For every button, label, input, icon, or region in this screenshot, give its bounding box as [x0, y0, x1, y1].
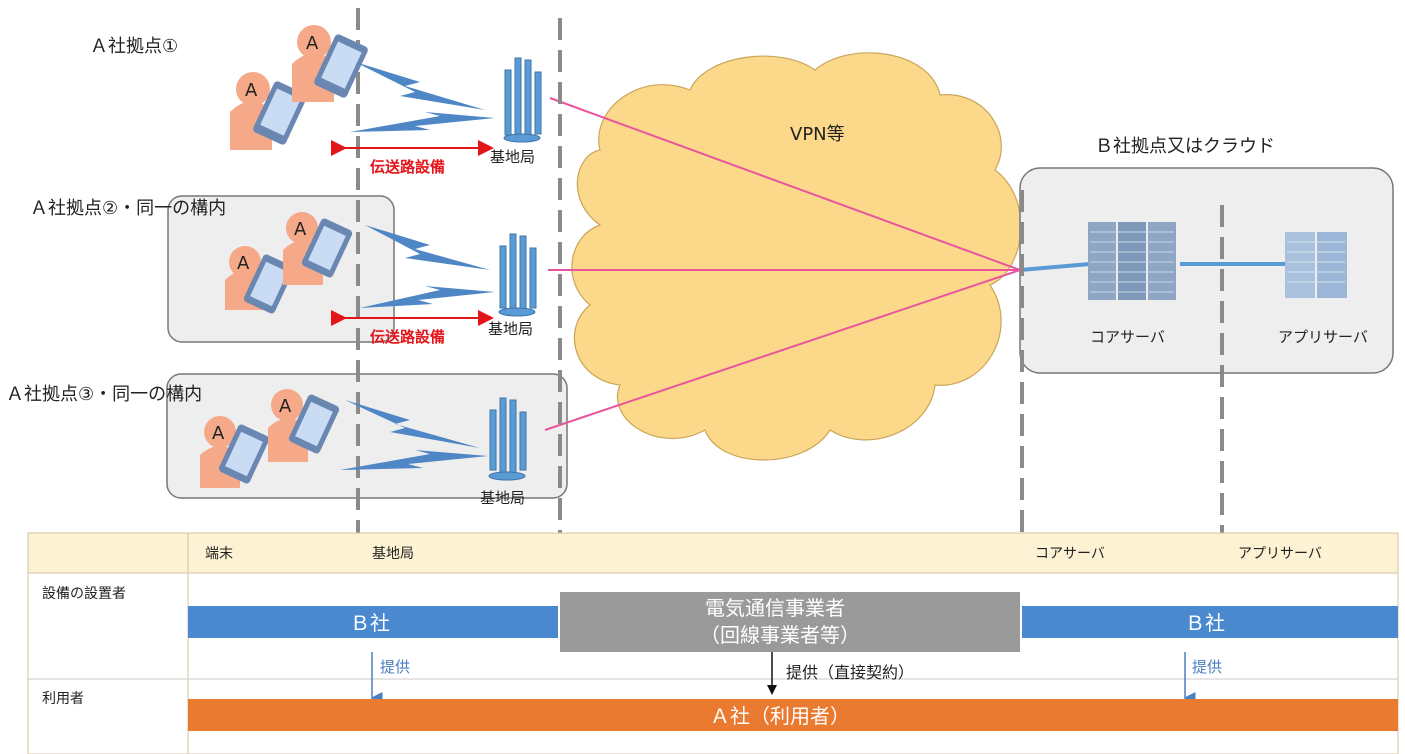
- user-bar-label: Ａ社（利用者）: [710, 704, 850, 728]
- row-label-installer: 設備の設置者: [42, 586, 126, 602]
- site-3-label: Ａ社拠点③・同一の構内: [6, 384, 202, 405]
- row-label-user: 利用者: [42, 691, 84, 707]
- base-station-label-1: 基地局: [490, 148, 535, 166]
- table-header-app-server: アプリサーバ: [1238, 546, 1322, 562]
- user-avatar: A: [230, 72, 307, 150]
- svg-text:A: A: [237, 253, 250, 274]
- telecom-label-2: （回線事業者等）: [700, 623, 860, 647]
- provide-right-label: 提供: [1192, 658, 1222, 676]
- signal-down-2: [365, 225, 490, 270]
- radio-signals: [340, 62, 495, 470]
- installer-b-right-bar: [1022, 606, 1398, 638]
- table-header-core-server: コアサーバ: [1035, 546, 1105, 562]
- base-station-label-3: 基地局: [480, 489, 525, 507]
- user-avatar: A: [292, 25, 368, 102]
- svg-text:A: A: [306, 33, 319, 54]
- installer-b-right-label: Ｂ社: [1185, 611, 1225, 635]
- signal-up-2: [360, 286, 495, 308]
- user-avatar: A: [225, 246, 295, 314]
- transmission-label-2: 伝送路設備: [370, 328, 445, 346]
- site-3-users: A A: [200, 389, 340, 488]
- provide-left-label: 提供: [380, 658, 410, 676]
- user-avatar: A: [268, 389, 340, 462]
- transmission-label-1: 伝送路設備: [370, 158, 445, 176]
- site-2-users: A A: [225, 212, 353, 314]
- user-avatar: A: [283, 212, 353, 285]
- signal-down-3: [345, 400, 480, 448]
- cloud-label: VPN等: [790, 124, 845, 145]
- provide-middle-label: 提供（直接契約）: [786, 663, 914, 682]
- core-server-icon: [1088, 222, 1176, 300]
- provide-arrow-middle-head: [767, 685, 777, 695]
- table-header-terminal: 端末: [205, 546, 233, 562]
- installer-b-left-label: Ｂ社: [350, 611, 390, 635]
- app-server-icon: [1285, 232, 1347, 298]
- svg-text:A: A: [279, 396, 292, 417]
- svg-text:A: A: [245, 80, 258, 101]
- site-3-enclosure: [166, 373, 568, 499]
- signal-down-1: [355, 62, 485, 110]
- link-line-1: [549, 97, 1021, 271]
- telecom-bar: [560, 592, 1020, 652]
- site-1-users: A A: [230, 25, 368, 150]
- signal-up-1: [350, 112, 495, 132]
- vpn-cloud: [571, 52, 1022, 461]
- app-server-label: アプリサーバ: [1278, 328, 1368, 346]
- site-1-label: Ａ社拠点①: [90, 36, 178, 57]
- b-site-title: Ｂ社拠点又はクラウド: [1095, 136, 1275, 157]
- site-2-label: Ａ社拠点②・同一の構内: [30, 198, 226, 219]
- base-station-label-2: 基地局: [488, 320, 533, 338]
- user-bar: [188, 699, 1398, 731]
- installer-b-left-bar: [188, 606, 558, 638]
- user-avatar: A: [200, 416, 270, 488]
- base-station-icon: [498, 233, 537, 317]
- signal-up-3: [340, 450, 488, 470]
- server-link: [1019, 262, 1091, 272]
- table-header-base-station: 基地局: [372, 545, 414, 562]
- base-station-icon: [488, 397, 527, 481]
- telecom-label-1: 電気通信事業者: [705, 596, 845, 620]
- svg-text:A: A: [294, 219, 307, 240]
- svg-text:A: A: [212, 423, 225, 444]
- base-station-icon: [503, 57, 542, 143]
- link-line-3: [544, 269, 1021, 431]
- core-server-label: コアサーバ: [1090, 328, 1165, 346]
